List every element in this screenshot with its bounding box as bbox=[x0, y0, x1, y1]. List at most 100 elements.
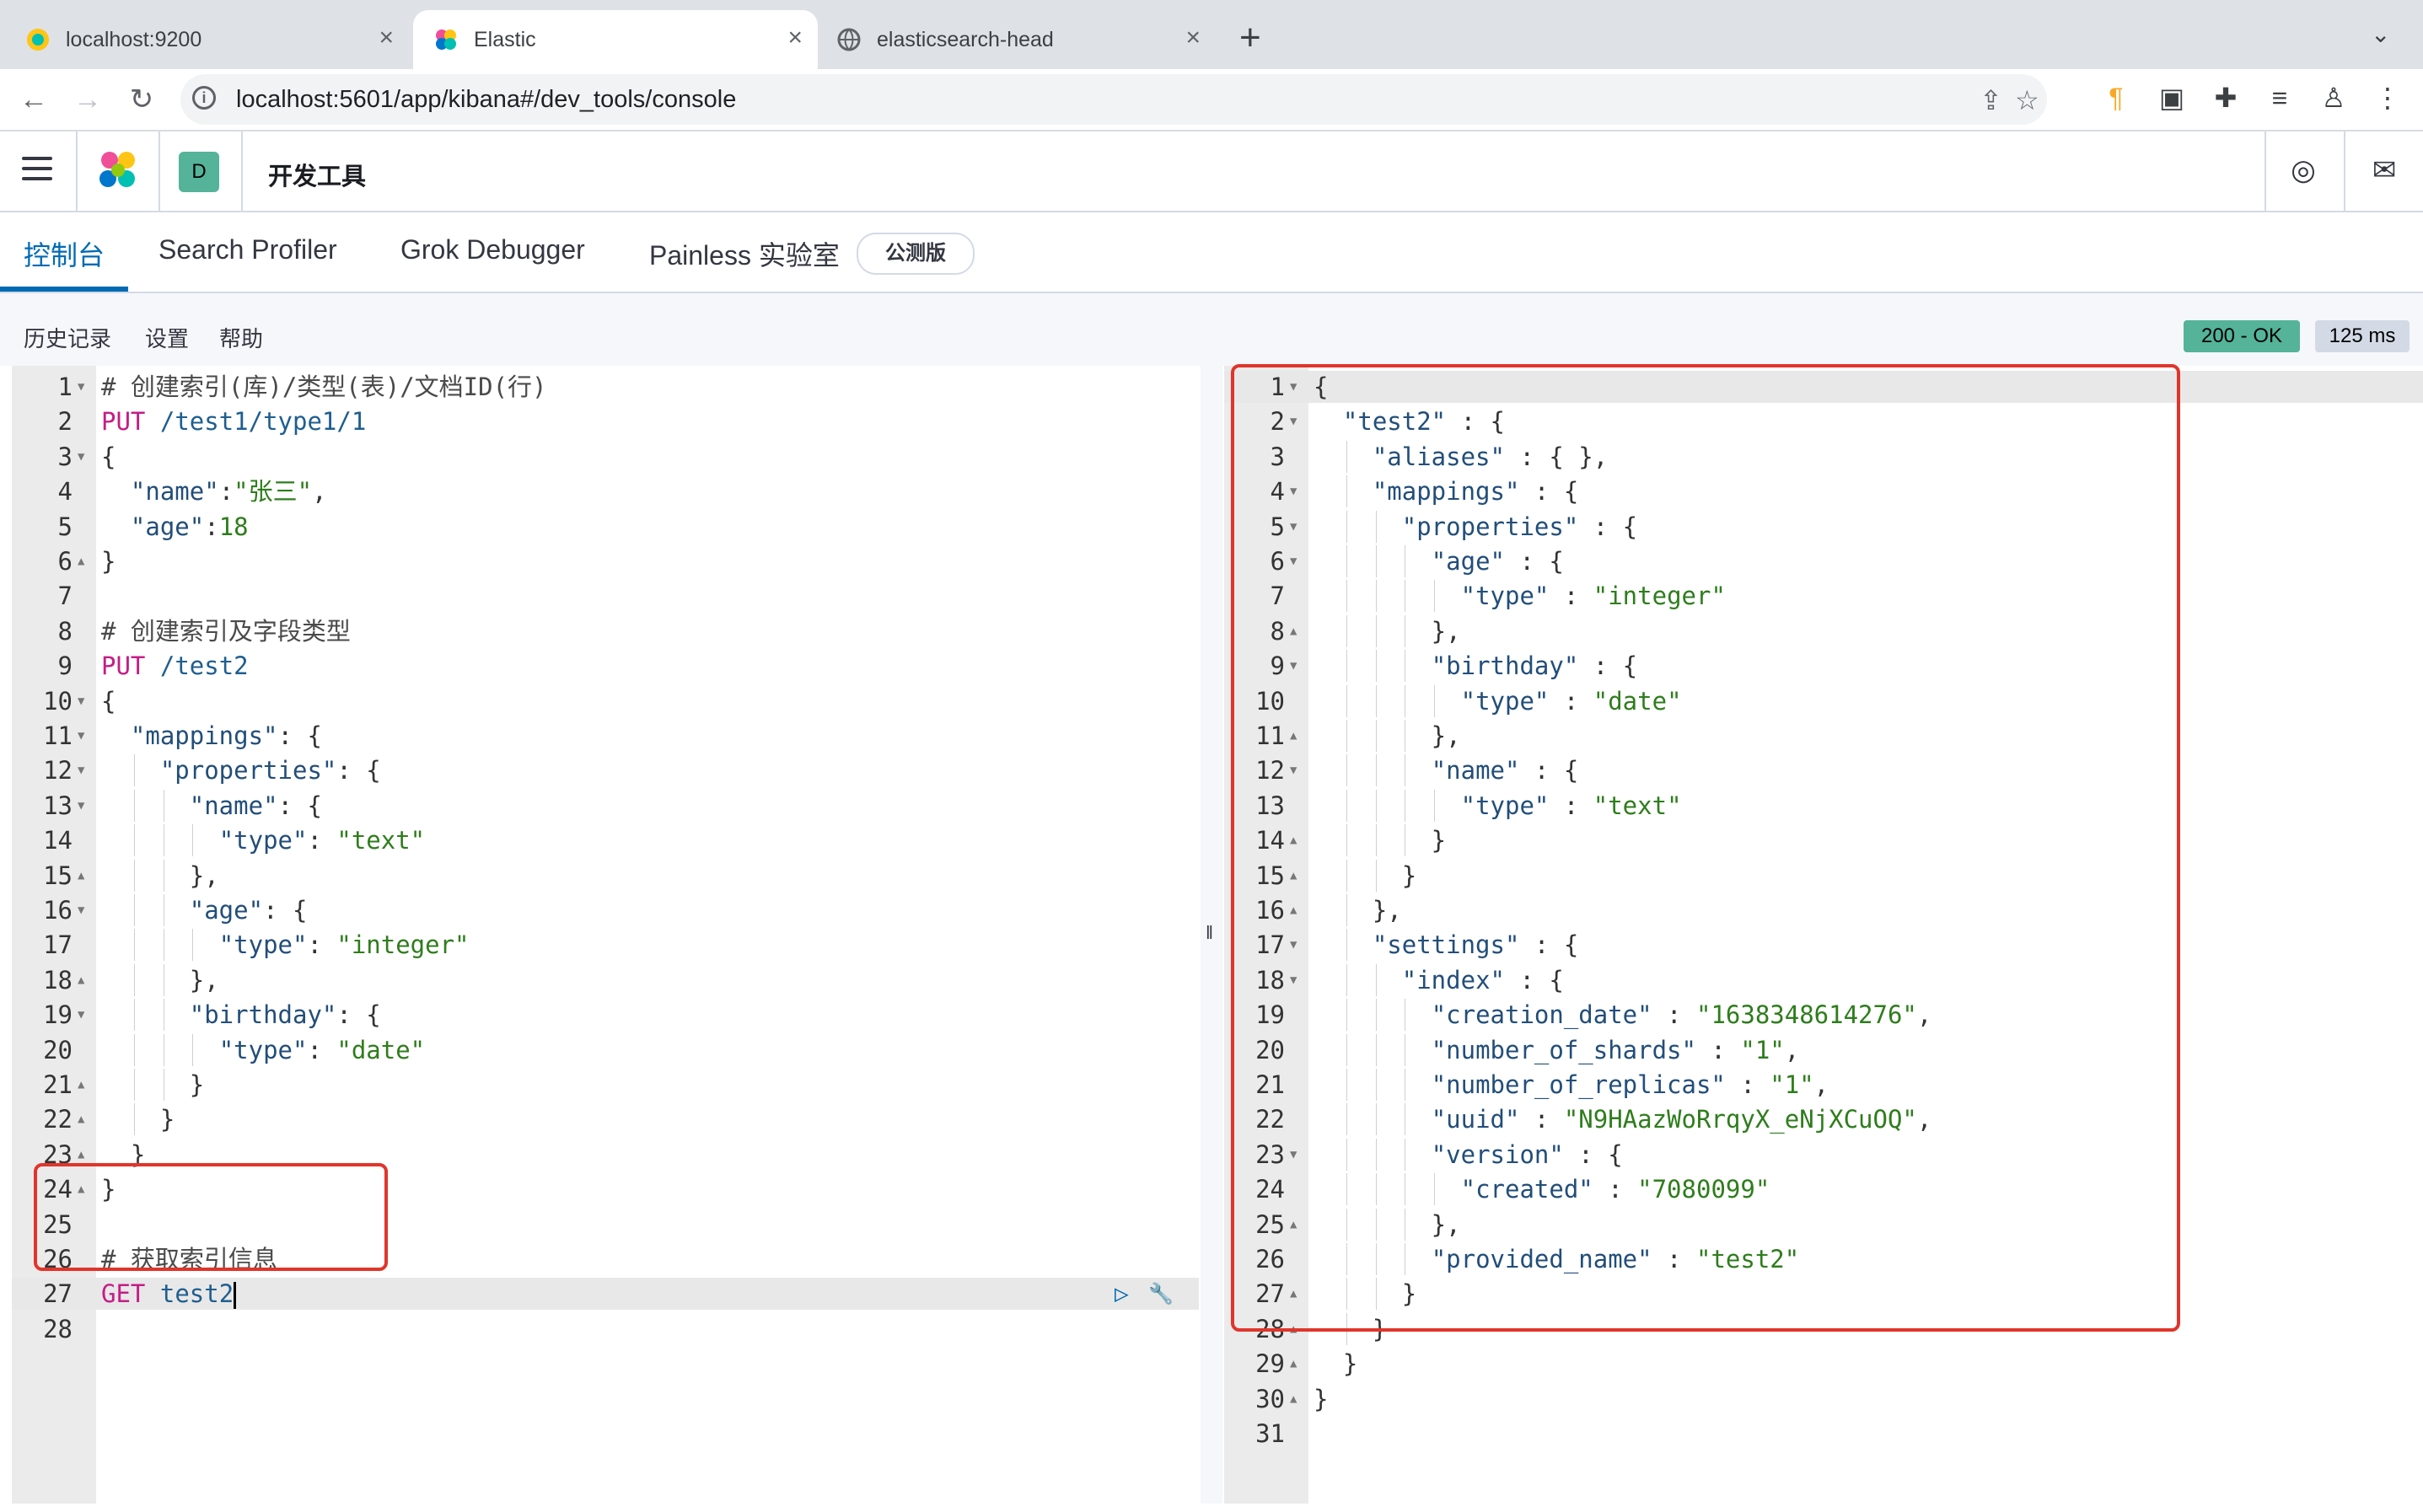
fold-toggle-icon[interactable]: ▼ bbox=[1290, 555, 1297, 568]
fold-toggle-icon[interactable]: ▼ bbox=[78, 1008, 85, 1022]
indent-guide bbox=[1434, 580, 1436, 613]
browser-tab-elasticsearch-head[interactable]: elasticsearch-head × bbox=[836, 10, 1216, 69]
fold-toggle-icon[interactable]: ▲ bbox=[78, 1113, 85, 1127]
mail-icon[interactable]: ✉ bbox=[2372, 154, 2397, 186]
indent-guide bbox=[133, 963, 135, 996]
media-queue-icon[interactable]: ≡ bbox=[2271, 83, 2288, 113]
fold-toggle-icon[interactable]: ▲ bbox=[1290, 1357, 1297, 1371]
fold-toggle-icon[interactable]: ▼ bbox=[78, 798, 85, 812]
fold-toggle-icon[interactable]: ▼ bbox=[78, 694, 85, 708]
code-text: }, bbox=[1314, 1209, 1461, 1239]
fold-toggle-icon[interactable]: ▼ bbox=[78, 764, 85, 778]
tab-grok-debugger[interactable]: Grok Debugger bbox=[400, 234, 585, 265]
incognito-extension-icon[interactable]: ▣ bbox=[2158, 83, 2185, 113]
fold-toggle-icon[interactable]: ▼ bbox=[78, 903, 85, 917]
fold-toggle-icon[interactable]: ▲ bbox=[78, 868, 85, 882]
line-number: 2 bbox=[57, 407, 73, 437]
fold-toggle-icon[interactable]: ▲ bbox=[78, 973, 85, 987]
code-text: PUT /test1/type1/1 bbox=[101, 407, 367, 437]
history-link[interactable]: 历史记录 bbox=[24, 326, 112, 351]
indent-guide bbox=[1375, 720, 1377, 752]
fold-toggle-icon[interactable]: ▼ bbox=[78, 729, 85, 743]
pilcrow-extension-icon[interactable]: ¶ bbox=[2109, 83, 2124, 113]
fold-toggle-icon[interactable]: ▲ bbox=[1290, 868, 1297, 882]
close-icon[interactable]: × bbox=[787, 24, 803, 51]
indent-guide bbox=[1375, 789, 1377, 822]
bookmark-star-icon[interactable]: ☆ bbox=[2015, 85, 2039, 115]
fold-toggle-icon[interactable]: ▲ bbox=[78, 1078, 85, 1091]
fold-toggle-icon[interactable]: ▲ bbox=[1290, 1391, 1297, 1406]
fold-toggle-icon[interactable]: ▲ bbox=[1290, 729, 1297, 743]
indent-guide bbox=[1375, 684, 1377, 717]
help-icon[interactable]: ◎ bbox=[2291, 154, 2316, 186]
code-text: "type" : "date" bbox=[1460, 686, 1682, 716]
fold-toggle-icon[interactable]: ▼ bbox=[1290, 380, 1297, 394]
reload-icon[interactable]: ↻ bbox=[129, 83, 154, 115]
fold-toggle-icon[interactable]: ▼ bbox=[1290, 764, 1297, 778]
settings-link[interactable]: 设置 bbox=[145, 326, 190, 351]
code-line: 5▼ "properties" : { bbox=[1224, 510, 2423, 543]
fold-toggle-icon[interactable]: ▼ bbox=[1290, 485, 1297, 499]
fold-toggle-icon[interactable]: ▲ bbox=[78, 555, 85, 568]
address-bar[interactable]: i localhost:5601/app/kibana#/dev_tools/c… bbox=[180, 74, 2047, 125]
wrench-settings-icon[interactable]: 🔧 bbox=[1148, 1282, 1174, 1306]
code-line: 1▼{ bbox=[1224, 371, 2423, 403]
fold-toggle-icon[interactable]: ▲ bbox=[1290, 903, 1297, 917]
elastic-logo-icon[interactable] bbox=[96, 148, 140, 192]
help-link[interactable]: 帮助 bbox=[219, 326, 264, 351]
indent-guide bbox=[1346, 789, 1347, 822]
code-text: "type" : "text" bbox=[1460, 791, 1682, 820]
line-number: 1 bbox=[57, 373, 73, 401]
menu-hamburger-icon[interactable] bbox=[22, 157, 52, 182]
code-line: 24 "created" : "7080099" bbox=[1224, 1173, 2423, 1206]
line-number: 17 bbox=[43, 930, 73, 960]
tab-search-profiler[interactable]: Search Profiler bbox=[158, 234, 337, 265]
fold-toggle-icon[interactable]: ▼ bbox=[1290, 659, 1297, 673]
line-number: 26 bbox=[1255, 1245, 1285, 1273]
fold-toggle-icon[interactable]: ▼ bbox=[1290, 938, 1297, 952]
fold-toggle-icon[interactable]: ▼ bbox=[1290, 415, 1297, 429]
close-icon[interactable]: × bbox=[379, 24, 394, 51]
new-tab-plus-icon[interactable]: + bbox=[1239, 17, 1261, 58]
code-text: } bbox=[101, 547, 116, 576]
close-icon[interactable]: × bbox=[1185, 24, 1201, 51]
browser-tab-elastic[interactable]: Elastic × bbox=[413, 10, 818, 69]
fold-toggle-icon[interactable]: ▲ bbox=[1290, 834, 1297, 848]
elastic-favicon-icon bbox=[27, 29, 49, 51]
profile-avatar-icon[interactable]: ♙ bbox=[2321, 83, 2346, 113]
fold-toggle-icon[interactable]: ▲ bbox=[1290, 1217, 1297, 1231]
back-arrow-icon[interactable]: ← bbox=[19, 83, 48, 115]
indent-guide bbox=[1346, 475, 1347, 508]
indent-guide bbox=[1346, 440, 1347, 473]
fold-toggle-icon[interactable]: ▼ bbox=[78, 449, 85, 464]
fold-toggle-icon[interactable]: ▼ bbox=[1290, 519, 1297, 533]
forward-arrow-icon[interactable]: → bbox=[73, 83, 102, 115]
tab-painless-lab[interactable]: Painless 实验室 bbox=[649, 240, 840, 271]
puzzle-extensions-icon[interactable]: ✚ bbox=[2214, 83, 2238, 113]
code-line: 23▼ "version" : { bbox=[1224, 1138, 2423, 1171]
space-avatar[interactable]: D bbox=[179, 152, 219, 192]
line-number: 10 bbox=[1255, 686, 1285, 716]
code-line: 4▼ "mappings" : { bbox=[1224, 475, 2423, 508]
tab-title: elasticsearch-head bbox=[877, 27, 1054, 51]
fold-toggle-icon[interactable]: ▼ bbox=[1290, 973, 1297, 987]
fold-toggle-icon[interactable]: ▲ bbox=[78, 1182, 85, 1197]
chevron-down-icon[interactable]: ⌄ bbox=[2371, 21, 2391, 47]
line-number: 9 bbox=[1270, 651, 1285, 681]
fold-toggle-icon[interactable]: ▼ bbox=[1290, 1147, 1297, 1161]
tab-console[interactable]: 控制台 bbox=[24, 240, 105, 271]
fold-toggle-icon[interactable]: ▼ bbox=[78, 380, 85, 394]
fold-toggle-icon[interactable]: ▲ bbox=[1290, 624, 1297, 638]
indent-guide bbox=[1346, 1138, 1347, 1171]
highlight-box-request bbox=[34, 1163, 388, 1271]
code-text: "properties": { bbox=[159, 756, 381, 785]
browser-menu-icon[interactable]: ⋮ bbox=[2374, 83, 2401, 113]
pane-resize-handle[interactable]: ‖ bbox=[1201, 366, 1222, 1504]
run-request-play-icon[interactable]: ▷ bbox=[1115, 1279, 1129, 1308]
share-icon[interactable]: ⇪ bbox=[1980, 85, 2002, 115]
browser-tab-localhost[interactable]: localhost:9200 × bbox=[25, 10, 409, 69]
fold-toggle-icon[interactable]: ▲ bbox=[78, 1147, 85, 1161]
fold-toggle-icon[interactable]: ▲ bbox=[1290, 1287, 1297, 1301]
site-info-icon[interactable]: i bbox=[192, 86, 216, 110]
